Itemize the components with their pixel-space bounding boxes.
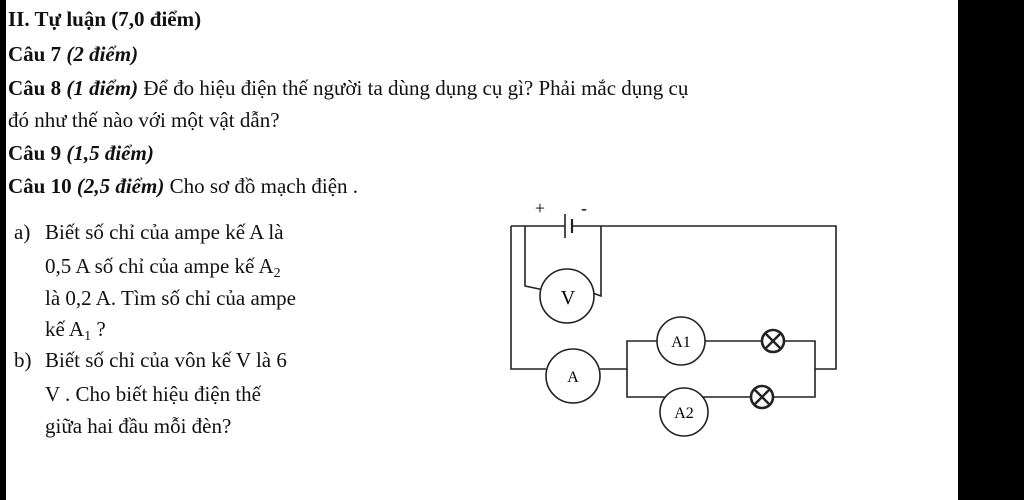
wire-branch-down (626, 369, 751, 398)
ammeter-1-label: A1 (671, 334, 691, 351)
q7-points: (2 điểm) (66, 42, 139, 66)
q8-label: Câu 8 (8, 76, 62, 100)
voltmeter-circle (539, 268, 595, 324)
q8-text-line2: đó như thế nào với một vật dẫn? (8, 108, 280, 132)
part-b-line2: V . Cho biết hiệu điện thế (45, 382, 261, 406)
question-10: Câu 10 (2,5 điểm) Cho sơ đồ mạch điện . (8, 176, 358, 197)
section-title: II. Tự luận (7,0 điểm) (8, 7, 202, 31)
part-b-line3: giữa hai đầu mỗi đèn? (45, 414, 232, 438)
q8-text-line1: Để đo hiệu điện thế người ta dùng dụng c… (138, 76, 689, 100)
wire-left (510, 226, 546, 370)
q9-points: (1,5 điểm) (66, 141, 154, 165)
part-a-line2-text: 0,5 A số chỉ của ampe kế A (45, 254, 274, 278)
worksheet-page: II. Tự luận (7,0 điểm) Câu 7 (2 điểm) Câ… (6, 0, 958, 500)
part-a-line4-text: kế A (45, 317, 85, 341)
q8-points: (1 điểm) (66, 76, 139, 100)
part-a-line4-sub: 1 (84, 329, 92, 344)
battery-plus-sign: + (535, 198, 545, 218)
wire-top-right (572, 225, 837, 370)
ammeter-main-label: A (567, 369, 579, 386)
wire-lamp1-right (784, 340, 821, 370)
voltmeter-label: V (561, 287, 576, 309)
part-a-marker: a) (14, 220, 31, 244)
circuit-diagram: + - V A A1 A2 (510, 198, 837, 437)
part-a-line4: kế A1 ? (45, 319, 106, 344)
q9-label: Câu 9 (8, 141, 62, 165)
part-a-line4-end: ? (91, 317, 106, 341)
part-b-marker: b) (14, 348, 32, 372)
question-8: Câu 8 (1 điểm) Để đo hiệu điện thế người… (8, 78, 688, 99)
battery-minus-sign: - (581, 198, 587, 218)
wire-voltmeter-left (524, 226, 545, 291)
q10-text: Cho sơ đồ mạch điện . (164, 174, 359, 198)
part-a-line2: 0,5 A số chỉ của ampe kế A2 (45, 256, 281, 281)
q10-points: (2,5 điểm) (76, 174, 165, 198)
part-a-line2-sub: 2 (273, 266, 281, 281)
q7-label: Câu 7 (8, 42, 62, 66)
q10-label: Câu 10 (8, 174, 72, 198)
ammeter-2-label: A2 (674, 405, 694, 422)
wire-branch-up (600, 340, 658, 370)
part-a-line1: Biết số chỉ của ampe kế A là (45, 220, 284, 244)
part-a-line3: là 0,2 A. Tìm số chỉ của ampe (45, 286, 296, 310)
part-b-line1: Biết số chỉ của vôn kế V là 6 (45, 348, 287, 372)
ammeter-2-circle (659, 387, 709, 437)
question-9: Câu 9 (1,5 điểm) (8, 143, 154, 164)
ammeter-main-circle (545, 348, 601, 404)
question-7: Câu 7 (2 điểm) (8, 44, 138, 65)
wire-lamp2-right (773, 369, 816, 398)
